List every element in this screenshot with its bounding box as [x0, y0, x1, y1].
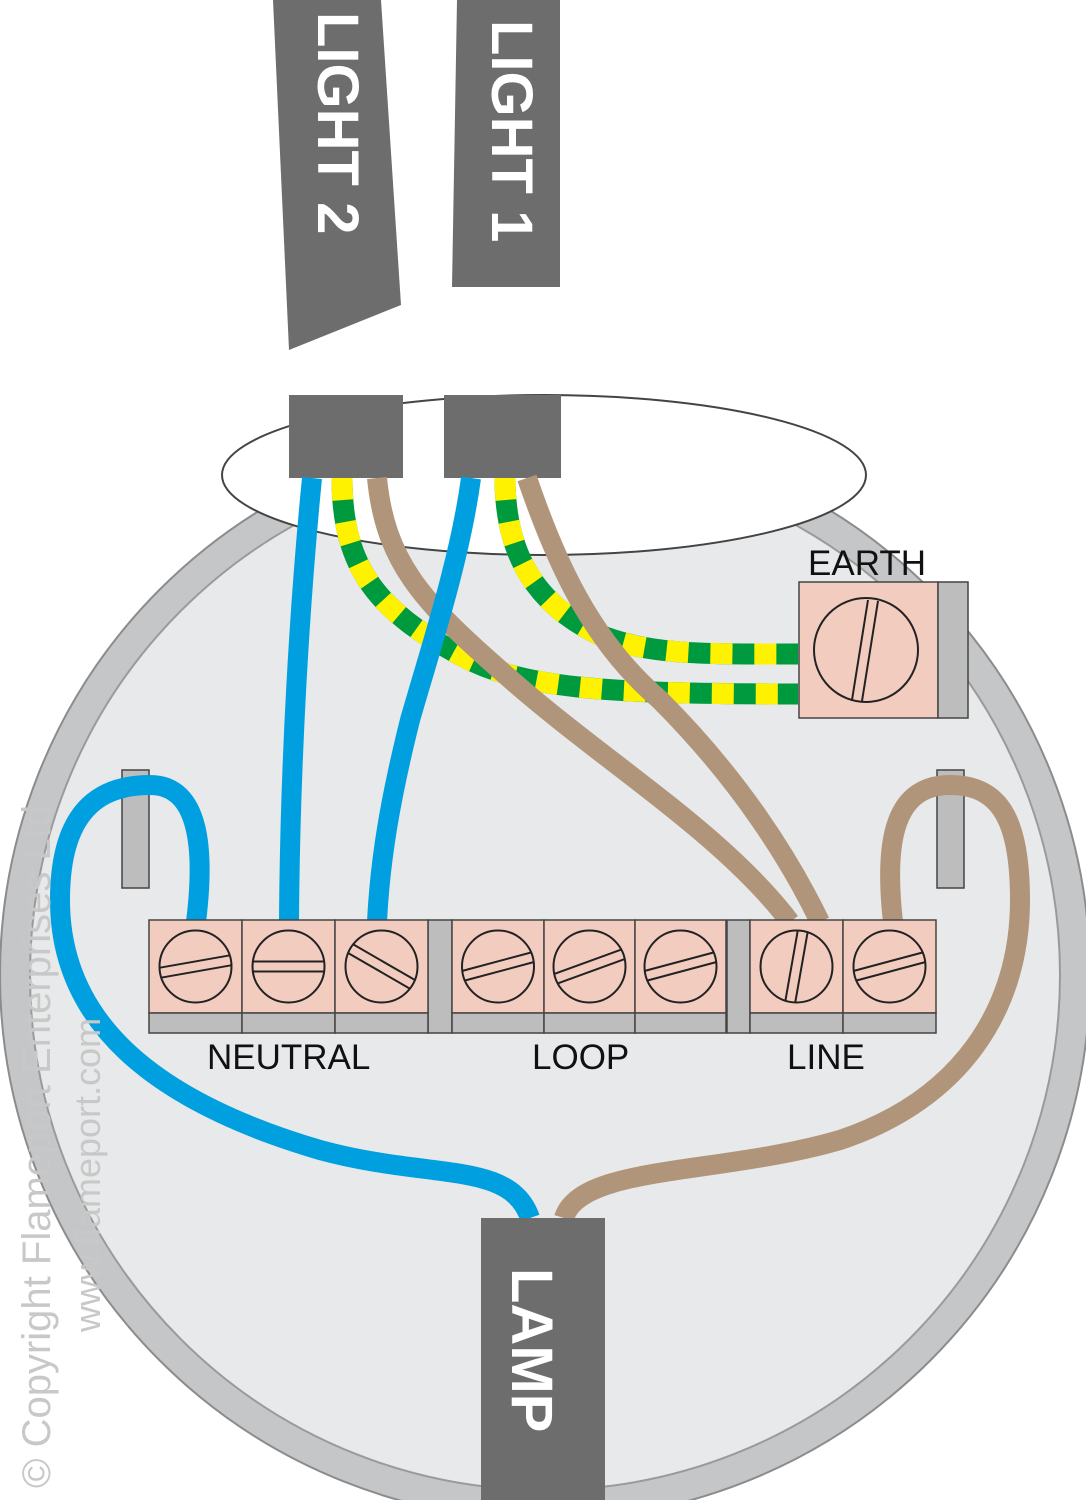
terminal-screw: [461, 929, 535, 1004]
terminal-screw: [759, 929, 834, 1004]
screw-slot-edge: [159, 954, 231, 969]
lamp-neutral-wire: [49, 774, 540, 1222]
lamp-cable-sheath: [481, 1218, 605, 1500]
screw-slot-edge: [557, 957, 626, 985]
light1-cable-sheath: [452, 0, 560, 287]
copyright-watermark: © Copyright Flameport Enterprises Ltd: [15, 805, 59, 1488]
earth-label: EARTH: [808, 544, 926, 583]
screw-slot-edge: [461, 951, 532, 972]
screw-slot-edge: [853, 951, 924, 972]
screw-slot-edge: [855, 961, 926, 982]
terminal-base: [241, 1012, 336, 1034]
screw-slot-edge: [347, 951, 411, 990]
lamp-line-wire: [554, 774, 1031, 1223]
terminal-screw: [852, 929, 927, 1004]
light2-cable-label: LIGHT 2: [305, 12, 370, 234]
loop-label: LOOP: [532, 1038, 629, 1077]
terminal-strip: [148, 919, 937, 1034]
screw-slot-edge: [794, 931, 809, 1003]
light1-cable-label: LIGHT 1: [479, 20, 544, 242]
terminal-separator: [726, 919, 751, 1034]
screw-slot-edge: [464, 961, 535, 982]
line-label: LINE: [787, 1038, 865, 1077]
terminal-screw: [643, 929, 718, 1004]
terminal-screw: [158, 929, 233, 1004]
screw-slot-edge: [644, 951, 715, 972]
website-watermark: www.flameport.com: [67, 1018, 108, 1333]
screw-slot-edge: [352, 943, 416, 982]
screw-slot-edge: [553, 948, 622, 976]
light2-cable-end: [289, 395, 403, 478]
neutral-label: NEUTRAL: [207, 1038, 370, 1077]
light2-cable-sheath: [273, 0, 401, 350]
line-wires: [367, 474, 830, 929]
light1-cable-end: [444, 395, 561, 478]
terminal-base: [334, 1012, 429, 1034]
terminal-base: [634, 1012, 727, 1034]
lamp-cable-label: LAMP: [499, 1268, 564, 1432]
screw-slot-edge: [646, 961, 717, 982]
screw-slot-edge: [160, 964, 232, 979]
terminal-base: [543, 1012, 636, 1034]
neutral-wires: [279, 476, 481, 923]
terminal-base: [148, 1012, 243, 1034]
earth-terminal: [798, 581, 969, 719]
screw-slot-edge: [784, 930, 799, 1002]
terminal-base: [451, 1012, 545, 1034]
terminal-base: [842, 1012, 937, 1034]
terminal-screw: [251, 929, 326, 1004]
terminal-separator: [427, 919, 453, 1034]
terminal-base: [749, 1012, 844, 1034]
terminal-screw: [344, 929, 419, 1004]
terminal-screw: [552, 929, 627, 1004]
